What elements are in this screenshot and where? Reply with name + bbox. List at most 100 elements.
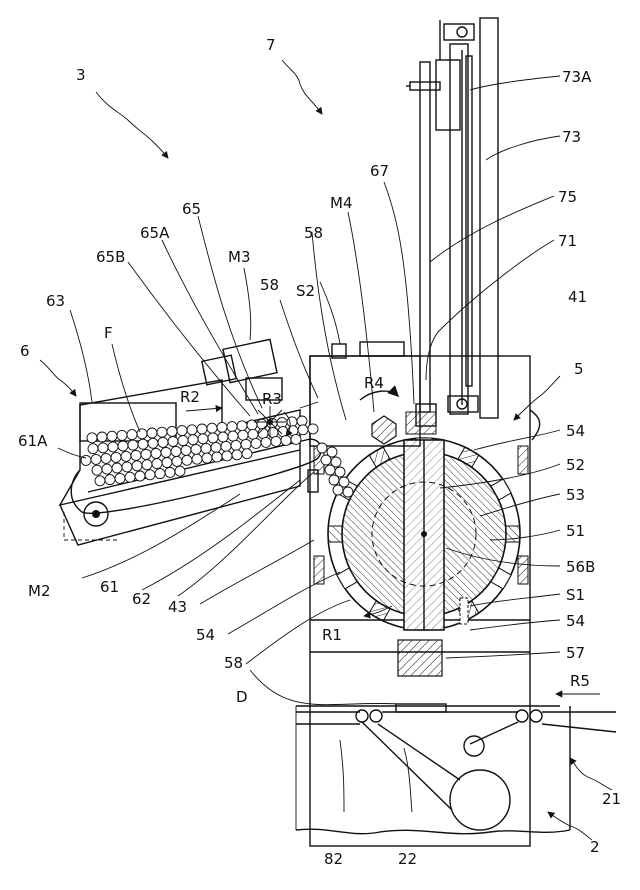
ball	[161, 447, 171, 457]
ball	[175, 466, 185, 476]
label-73: 73	[562, 128, 581, 146]
ball	[97, 432, 107, 442]
base-frame	[296, 706, 570, 834]
ball	[117, 430, 127, 440]
label-2: 2	[590, 838, 600, 856]
ball	[147, 428, 157, 438]
label-F: F	[104, 324, 113, 342]
ball	[207, 423, 217, 433]
drum-5	[328, 438, 520, 630]
ball	[251, 438, 261, 448]
ball	[198, 434, 208, 444]
ball	[227, 422, 237, 432]
ball	[211, 442, 221, 452]
ball	[138, 439, 148, 449]
ball	[212, 452, 222, 462]
ball	[257, 419, 267, 429]
feeder-conveyor-6	[60, 339, 353, 545]
label-53: 53	[566, 486, 585, 504]
ball	[112, 463, 122, 473]
label-M3: M3	[228, 248, 251, 266]
ball	[188, 435, 198, 445]
ball	[151, 448, 161, 458]
label-5: 5	[574, 360, 584, 378]
label-R1: R1	[322, 626, 342, 644]
ball	[127, 430, 137, 440]
label-65A: 65A	[140, 224, 170, 242]
label-43: 43	[168, 598, 187, 616]
label-65B: 65B	[96, 248, 125, 266]
ball	[145, 470, 155, 480]
ball	[102, 464, 112, 474]
ball	[208, 433, 218, 443]
ball	[171, 446, 181, 456]
ball	[107, 431, 117, 441]
label-82: 82	[324, 850, 343, 868]
ball	[248, 429, 258, 439]
ball	[232, 450, 242, 460]
ball	[201, 443, 211, 453]
ball	[177, 426, 187, 436]
ball	[105, 475, 115, 485]
label-R3: R3	[262, 390, 282, 408]
ball	[92, 465, 102, 475]
ball	[178, 436, 188, 446]
ball	[238, 430, 248, 440]
label-7: 7	[266, 36, 276, 54]
label-58-mid: 58	[260, 276, 279, 294]
label-S2: S2	[296, 282, 315, 300]
ball	[217, 422, 227, 432]
ball	[242, 449, 252, 459]
ball	[258, 428, 268, 438]
ball	[132, 461, 142, 471]
ball	[165, 467, 175, 477]
ball	[241, 439, 251, 449]
label-6: 6	[20, 342, 30, 360]
ball	[148, 438, 158, 448]
ball	[237, 421, 247, 431]
label-65: 65	[182, 200, 201, 218]
ball	[135, 471, 145, 481]
ball	[101, 453, 111, 463]
ball	[118, 441, 128, 451]
ball	[122, 462, 132, 472]
ball	[87, 433, 97, 443]
ball	[128, 440, 138, 450]
ball	[321, 455, 331, 465]
ball	[182, 455, 192, 465]
ball	[325, 465, 335, 475]
ball	[155, 469, 165, 479]
label-M4: M4	[330, 194, 353, 212]
ball	[111, 452, 121, 462]
label-63: 63	[46, 292, 65, 310]
ball	[168, 437, 178, 447]
upper-block	[310, 342, 420, 446]
ball	[187, 425, 197, 435]
ball	[247, 420, 257, 430]
ball	[222, 451, 232, 461]
ball	[218, 432, 228, 442]
ball	[271, 436, 281, 446]
label-67: 67	[370, 162, 389, 180]
ball	[137, 429, 147, 439]
ball	[277, 418, 287, 428]
label-54-left: 54	[196, 626, 215, 644]
ball	[125, 472, 135, 482]
ball	[158, 437, 168, 447]
label-58-top: 58	[304, 224, 323, 242]
ball	[162, 458, 172, 468]
ball	[202, 453, 212, 463]
ball	[98, 443, 108, 453]
ball	[317, 443, 327, 453]
ball	[152, 459, 162, 469]
ball	[308, 424, 318, 434]
label-62: 62	[132, 590, 151, 608]
ball	[343, 487, 353, 497]
label-71: 71	[558, 232, 577, 250]
label-22: 22	[398, 850, 417, 868]
rotor-65	[254, 406, 286, 438]
label-M2: M2	[28, 582, 51, 600]
ball	[192, 454, 202, 464]
label-41: 41	[568, 288, 587, 306]
ball	[88, 444, 98, 454]
